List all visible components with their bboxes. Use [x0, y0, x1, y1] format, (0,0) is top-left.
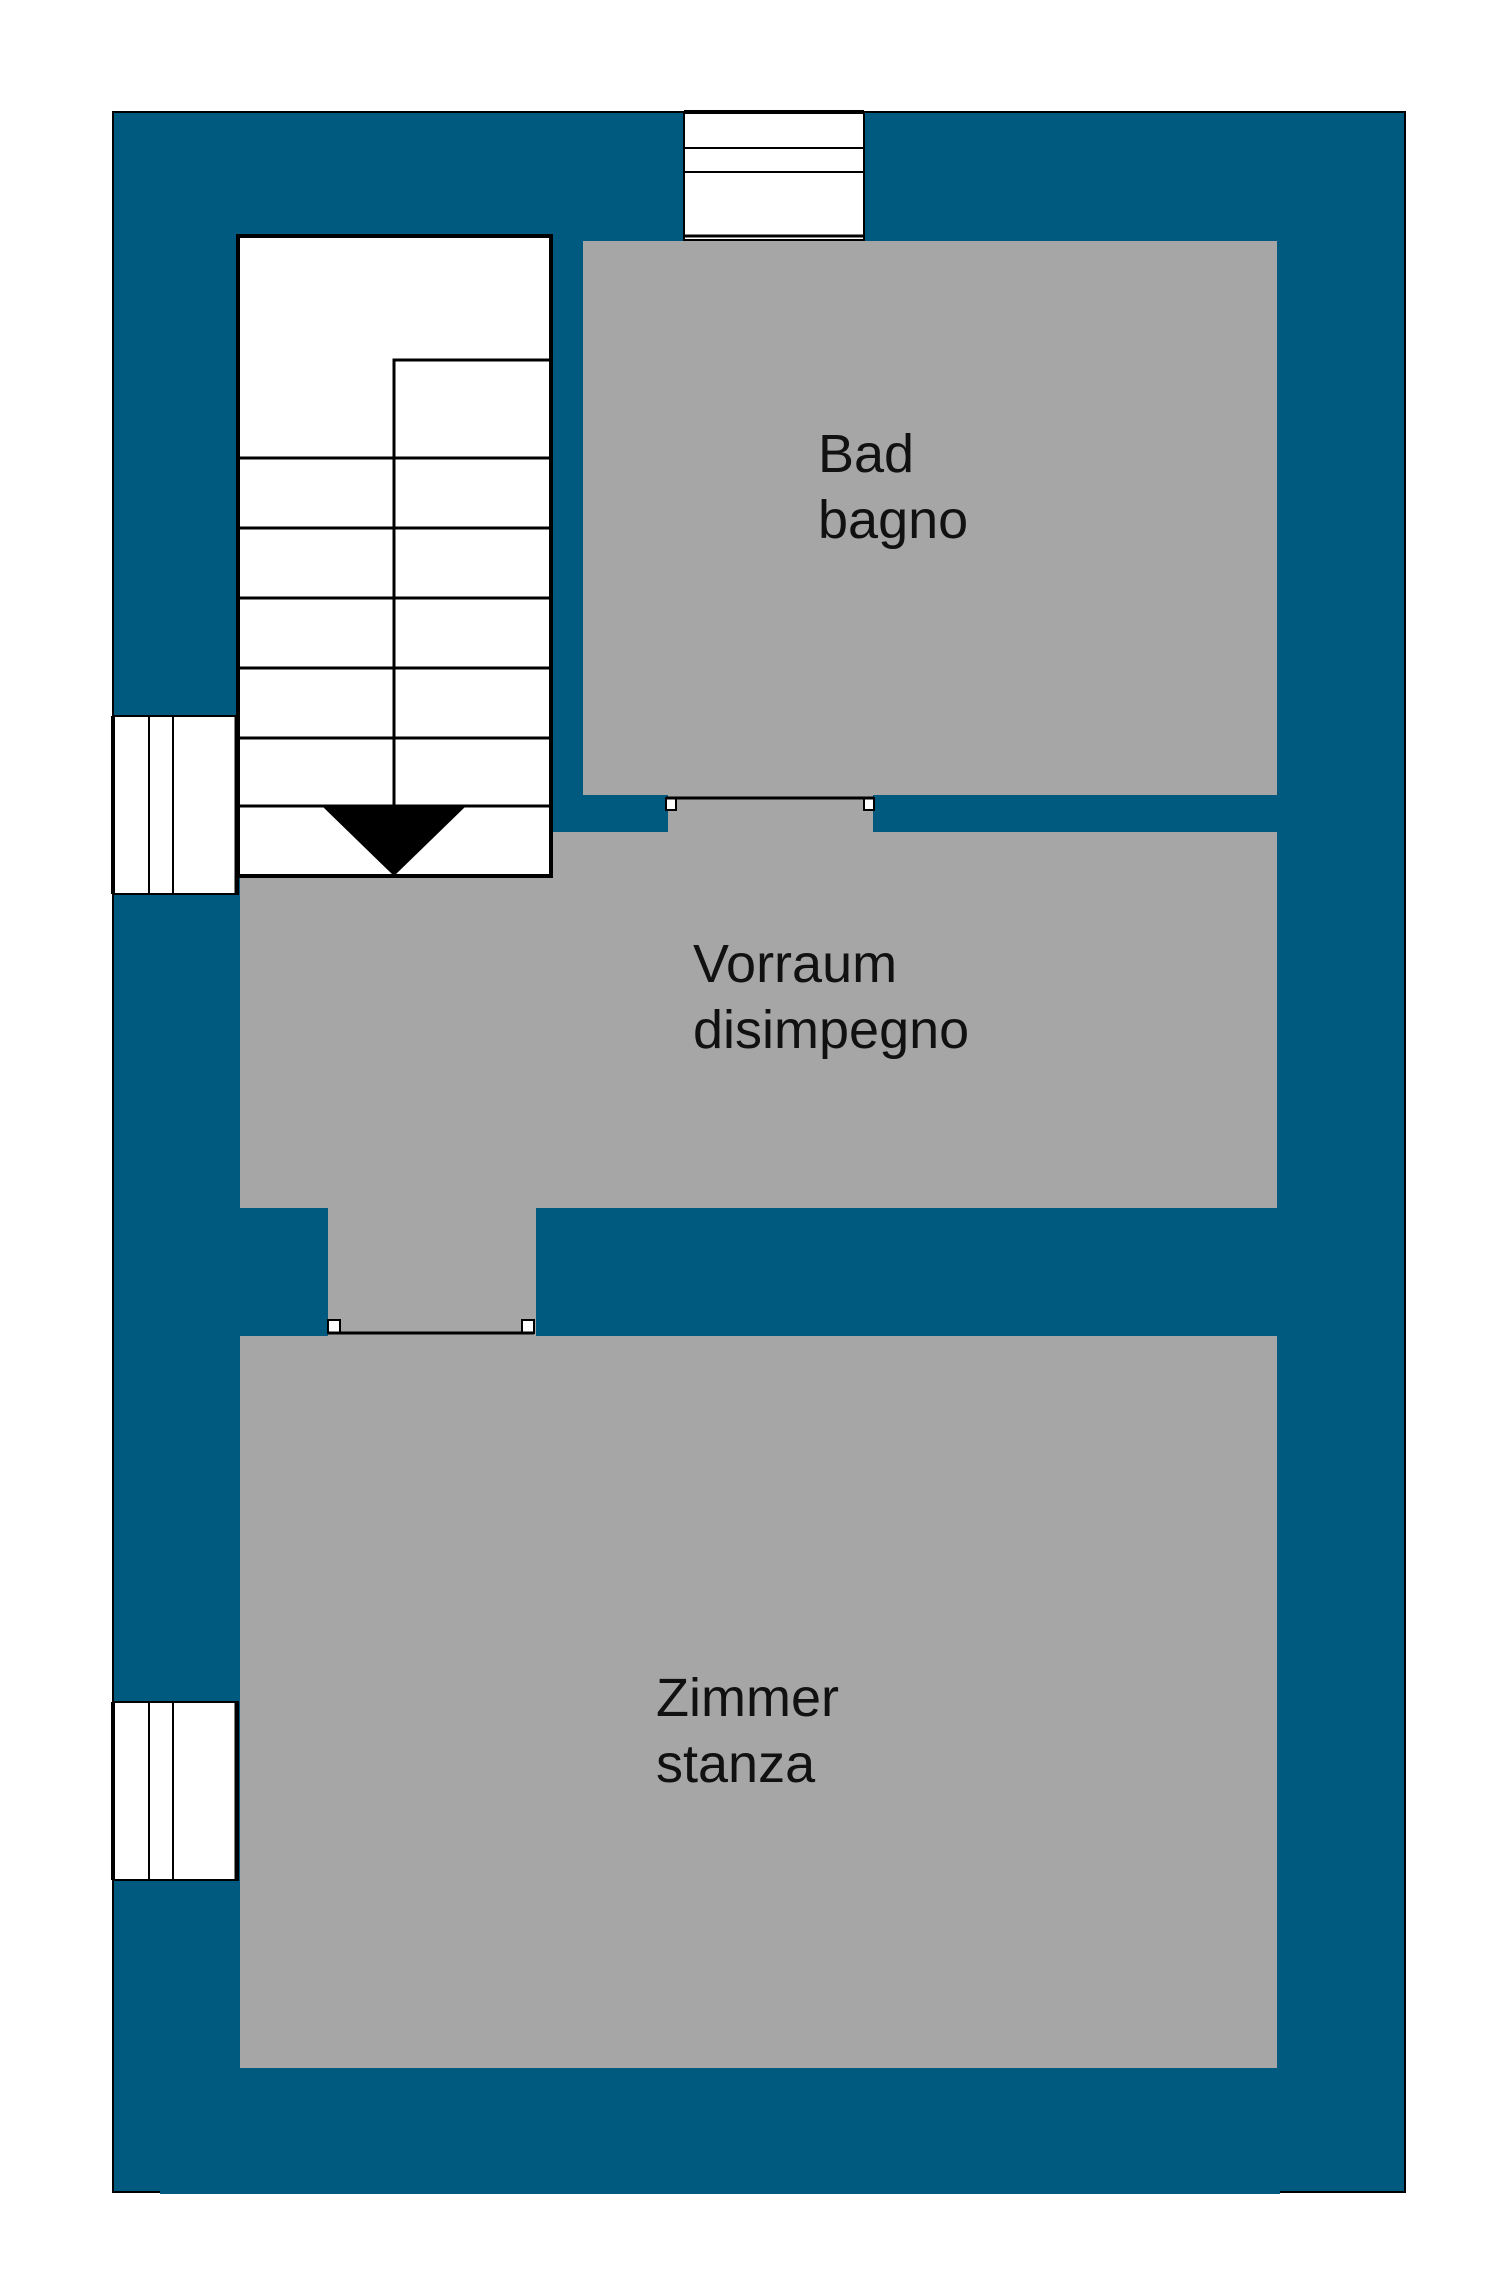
hall-label-de: Vorraum	[693, 934, 897, 994]
room-floor	[240, 1336, 1277, 2068]
bath-label-de: Bad	[818, 424, 914, 484]
bath-label-it: bagno	[818, 490, 968, 550]
window-top	[683, 110, 865, 241]
bath-door-jamb-left	[665, 797, 677, 811]
hall-label-it: disimpegno	[693, 1000, 969, 1060]
window-left-upper	[111, 715, 239, 895]
staircase	[236, 234, 553, 878]
room-label-it: stanza	[656, 1734, 816, 1794]
stair-arrow-icon	[322, 806, 466, 876]
room-door-jamb-right	[521, 1319, 535, 1334]
bath-door-jamb-right	[863, 797, 875, 811]
bath-floor	[583, 241, 1277, 795]
room-door-jamb-left	[327, 1319, 341, 1334]
hall-floor	[240, 832, 1277, 1336]
bath-door-opening	[668, 795, 873, 832]
outer-walls-base	[160, 2180, 1280, 2194]
room-label-de: Zimmer	[656, 1668, 839, 1728]
window-left-lower	[111, 1701, 239, 1881]
